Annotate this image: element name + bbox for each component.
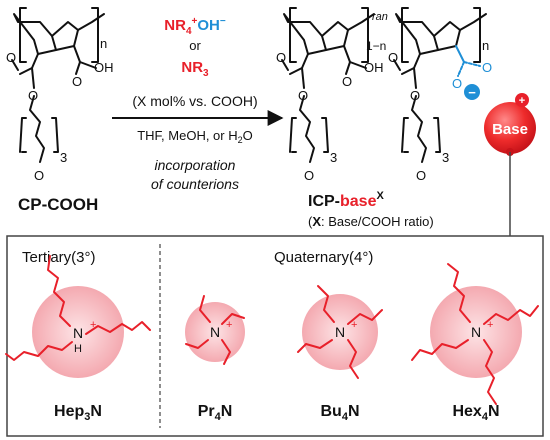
svg-text:H: H	[74, 343, 82, 355]
reactant-carbonyl-o: O	[6, 50, 16, 65]
reactant-structure	[11, 7, 105, 163]
reactant-repeat-3: 3	[60, 150, 67, 165]
reagent-amount: (X mol% vs. COOH)	[132, 93, 257, 109]
bracket-left	[19, 7, 27, 63]
peg-bracket-right	[51, 117, 59, 153]
quaternary-title: Quaternary(4°)	[274, 249, 373, 266]
cation-charge-sign: +	[519, 95, 525, 107]
reagent-base1: NR4+OH−	[164, 16, 226, 37]
carbonyl-left	[11, 59, 19, 71]
ether-chain	[29, 95, 45, 163]
name-hep3n: Hep3N	[54, 403, 102, 423]
product-repeat-3a: 3	[330, 150, 337, 165]
svg-text:OH: OH	[364, 60, 384, 75]
reagent-base2: NR3	[181, 59, 209, 79]
carboxylate-group	[455, 45, 481, 77]
svg-text:+: +	[487, 319, 493, 331]
product-carbonyl-o-1: O	[276, 50, 286, 65]
svg-text:O: O	[452, 76, 462, 91]
reagent-or: or	[189, 38, 201, 53]
svg-text:O: O	[416, 168, 426, 183]
svg-text:O: O	[388, 50, 398, 65]
svg-text:N: N	[73, 325, 83, 341]
svg-text:+: +	[90, 319, 96, 331]
reactant-label: CP-COOH	[18, 195, 98, 214]
product-unit-1	[281, 7, 375, 163]
product-repeat-n: n	[482, 38, 489, 53]
reactant-ester-o: O	[28, 88, 38, 103]
base-bubble-label: Base	[492, 121, 528, 138]
base-bubble	[484, 102, 536, 154]
reagent-block: NR4+OH− or NR3 (X mol% vs. COOH) THF, Me…	[132, 16, 257, 192]
ester-o-bond	[31, 67, 35, 89]
bracket-right	[91, 7, 99, 63]
reactant-acid-carbonyl-o: O	[72, 74, 82, 89]
product-ran: ran	[372, 11, 388, 23]
counterion-bu4n: N +	[297, 285, 383, 379]
svg-text:+: +	[226, 319, 232, 331]
anion-charge-marker	[464, 84, 480, 100]
svg-text:O: O	[342, 74, 352, 89]
name-hex4n: Hex4N	[452, 403, 499, 423]
product-caption: (X: Base/COOH ratio)	[308, 214, 434, 229]
product-repeat-3b: 3	[442, 150, 449, 165]
reagent-solvents: THF, MeOH, or H2O	[137, 128, 253, 145]
product-one-minus-n: 1−n	[366, 39, 386, 53]
reactant-ether-o: O	[34, 168, 44, 183]
svg-text:O: O	[304, 168, 314, 183]
reactant-oh: OH	[94, 60, 114, 75]
product-unit-2	[393, 7, 487, 163]
anion-charge-sign: −	[468, 85, 476, 100]
counterion-hex4n: N +	[411, 263, 539, 405]
svg-text:N: N	[335, 324, 345, 340]
name-bu4n: Bu4N	[320, 403, 359, 423]
svg-text:+: +	[351, 319, 357, 331]
ring-and-chain	[13, 13, 57, 55]
counterion-hep3n: N H +	[5, 255, 151, 378]
svg-text:N: N	[471, 324, 481, 340]
product-label: ICP-baseX	[308, 190, 384, 210]
svg-text:O: O	[410, 88, 420, 103]
chain-right	[77, 13, 105, 31]
name-pr4n: Pr4N	[198, 403, 233, 423]
reagent-note-2: of counterions	[151, 176, 239, 192]
svg-text:N: N	[210, 324, 220, 340]
ester-bond	[19, 53, 39, 75]
reactant-repeat-n: n	[100, 36, 107, 51]
acid-bond	[73, 45, 81, 75]
tertiary-title: Tertiary(3°)	[22, 249, 96, 266]
svg-text:O: O	[482, 60, 492, 75]
svg-text:O: O	[298, 88, 308, 103]
reagent-note-1: incorporation	[155, 157, 236, 173]
acid-oh-bond	[79, 61, 97, 69]
counterion-pr4n: N +	[185, 295, 245, 365]
peg-bracket-left	[19, 117, 27, 153]
cation-charge-marker	[515, 93, 529, 107]
